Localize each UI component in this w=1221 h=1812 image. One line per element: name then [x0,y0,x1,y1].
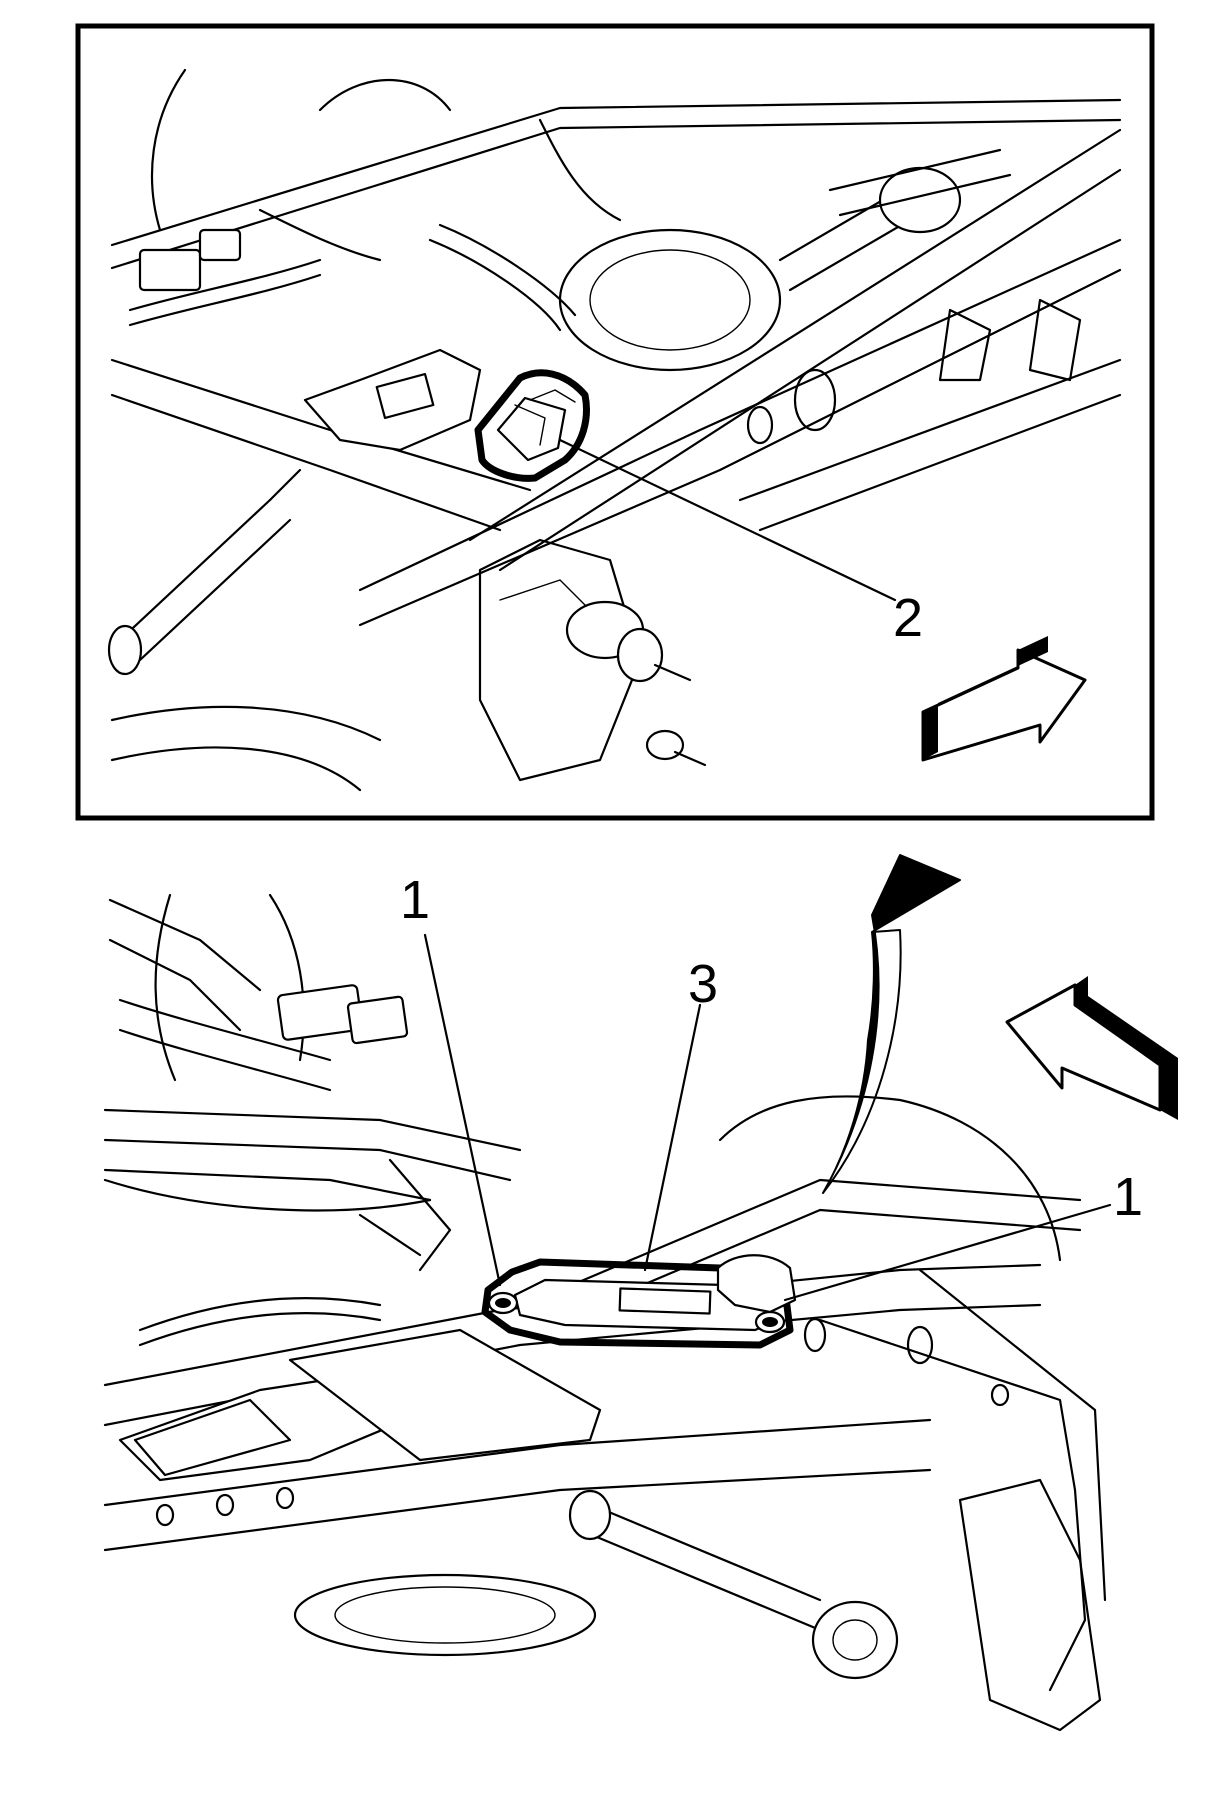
callout-1-right: 1 [1113,1167,1143,1227]
forward-arrow-icon [921,636,1087,762]
main-chassis-linework [103,893,1107,1732]
main-module-3 [481,1254,797,1349]
leader-line-2 [558,438,897,602]
fastener-right [754,1310,786,1334]
detail-inset: 2 [75,23,1155,821]
leader-line-1-right [783,1203,1112,1302]
inset-part-2 [474,369,590,482]
removal-arrow-icon [822,854,961,1194]
callout-2: 2 [893,588,923,648]
callout-3: 3 [688,954,718,1014]
fastener-left [487,1291,519,1315]
direction-arrow-icon [1005,976,1178,1120]
main-view: 1 3 1 [103,854,1178,1732]
leader-line-1-left [423,933,502,1287]
leader-line-3 [643,1003,702,1272]
inset-chassis-linework [107,68,1122,792]
callout-1-left: 1 [400,870,430,930]
